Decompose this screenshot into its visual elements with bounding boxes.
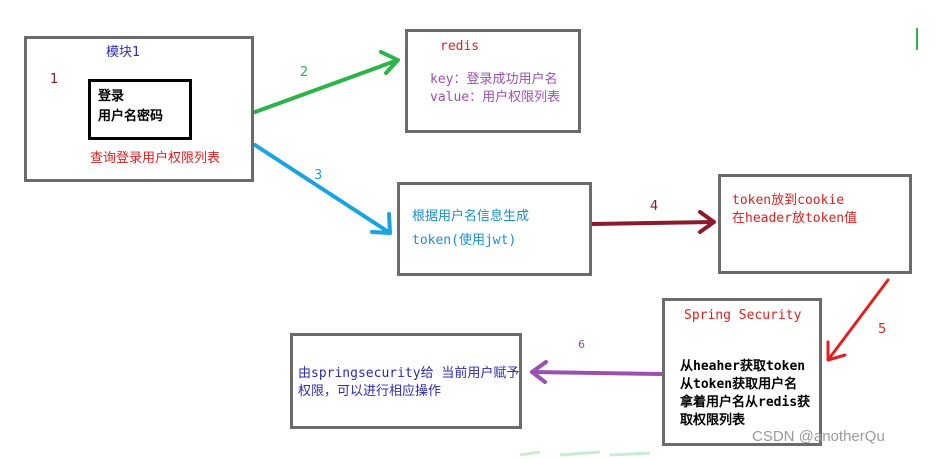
grant-line1: 由springsecurity给 当前用户赋予 — [298, 366, 520, 381]
redis-title: redis — [440, 39, 480, 54]
cookie-header-box — [718, 174, 912, 274]
spring-step-3: 拿着用户名从redis获 — [680, 395, 811, 410]
token-generate-line2: token(使用jwt) — [412, 233, 517, 248]
spring-step-2: 从token获取用户名 — [680, 377, 798, 392]
login-label: 登录 — [98, 89, 125, 104]
token-generate-box — [397, 182, 592, 276]
grant-line2: 权限，可以进行相应操作 — [298, 384, 442, 399]
spring-security-box — [662, 298, 822, 446]
watermark: CSDN @anotherQu — [752, 428, 885, 445]
grant-permissions-box — [290, 333, 522, 429]
arrow-4-label: 4 — [650, 199, 659, 214]
cookie-line1: token放到cookie — [732, 193, 845, 208]
arrow-6 — [530, 360, 664, 384]
login-fields-label: 用户名密码 — [98, 109, 164, 124]
spring-security-title: Spring Security — [684, 308, 802, 323]
module1-title: 模块1 — [106, 45, 140, 60]
token-generate-line1: 根据用户名信息生成 — [412, 209, 530, 224]
edge-mark-bottom — [519, 450, 651, 457]
redis-key-line: key：登录成功用户名 — [430, 72, 558, 87]
query-permissions-text: 查询登录用户权限列表 — [90, 151, 221, 166]
cookie-line2: 在header放token值 — [732, 211, 858, 226]
login-box — [88, 79, 192, 140]
arrow-3-label: 3 — [314, 168, 323, 183]
redis-box — [405, 29, 581, 133]
arrow-2 — [253, 50, 400, 114]
spring-step-4: 取权限列表 — [680, 413, 746, 428]
arrow-1-label: 1 — [50, 72, 59, 87]
arrow-2-label: 2 — [300, 65, 309, 80]
arrow-6-label: 6 — [578, 338, 585, 351]
arrow-5 — [826, 278, 890, 362]
spring-step-1: 从heaher获取token — [680, 359, 806, 374]
arrow-3 — [253, 143, 392, 235]
arrow-5-label: 5 — [878, 322, 887, 337]
arrow-4 — [590, 210, 716, 234]
redis-value-line: value：用户权限列表 — [430, 90, 561, 105]
